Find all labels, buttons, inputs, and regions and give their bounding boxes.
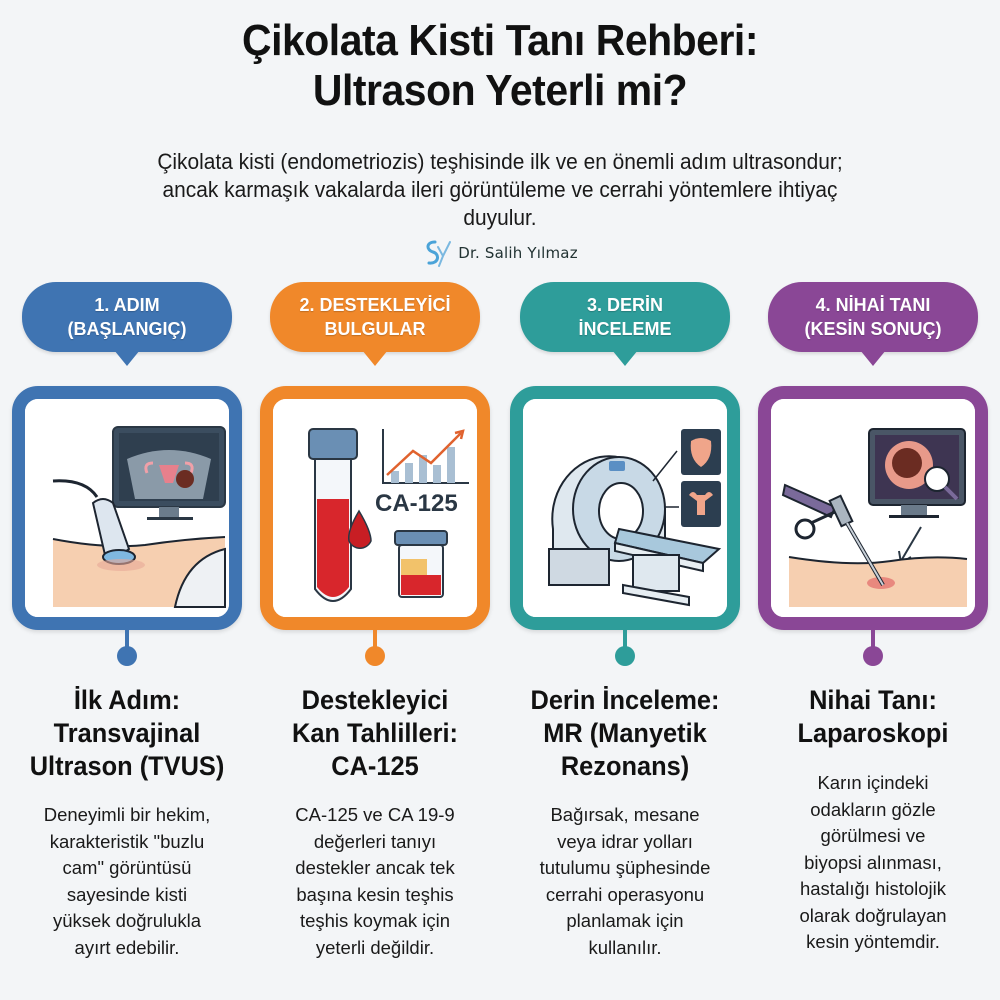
description-line: olarak doğrulayan [799, 904, 947, 926]
step-description: Bağırsak, mesane veya idrar yolları tutu… [514, 802, 736, 961]
heading-line: İlk Adım: [73, 685, 181, 715]
badge-line: BULGULAR [324, 319, 426, 339]
badge-line: 2. DESTEKLEYİCİ [299, 295, 451, 315]
page-title: Çikolata Kisti Tanı Rehberi: Ultrason Ye… [35, 16, 965, 116]
badge-line: İNCELEME [578, 319, 672, 339]
title-line: Ultrason Yeterli mi? [312, 66, 688, 115]
description-line: başına kesin teşhis [296, 883, 454, 905]
step-badge: 2. DESTEKLEYİCİ BULGULAR [270, 282, 480, 366]
description-line: Deneyimli bir hekim, [43, 804, 211, 825]
blood-test-tube-icon: CA-125 [273, 399, 477, 617]
description-line: yeterli değildir. [315, 936, 435, 958]
description-line: biyopsi alınması, [804, 851, 942, 873]
description-line: karakteristik "buzlu [49, 830, 205, 852]
description-line: kesin yöntemdir. [806, 931, 940, 952]
badge-line: (KESİN SONUÇ) [804, 319, 942, 339]
connector-stem [871, 630, 875, 650]
heading-line: Derin İnceleme: [530, 685, 720, 715]
subtitle-line: Çikolata kisti (endometriozis) teşhisind… [157, 149, 843, 174]
badge-line: 1. ADIM [94, 295, 160, 315]
description-line: odakların gözle [810, 798, 936, 820]
description-line: tutulumu şüphesinde [539, 857, 711, 878]
description-line: Karın içindeki [817, 772, 929, 793]
step-badge: 1. ADIM (BAŞLANGIÇ) [22, 282, 232, 366]
illustration-card [510, 386, 740, 630]
illustration-card: CA-125 [260, 386, 490, 630]
description-line: cerrahi operasyonu [545, 883, 705, 905]
description-line: CA-125 ve CA 19-9 [295, 804, 455, 825]
description-line: değerleri tanıyı [313, 830, 437, 852]
step-heading: Destekleyici Kan Tahlilleri: CA-125 [261, 684, 488, 783]
subtitle-line: duyulur. [463, 205, 537, 230]
heading-line: Kan Tahlilleri: [292, 718, 458, 748]
step-description: Karın içindeki odakların gözle görülmesi… [762, 770, 984, 956]
heading-line: Rezonans) [560, 751, 690, 781]
heading-line: Laparoskopi [797, 718, 949, 748]
step-4: 4. NİHAİ TANI (KESİN SONUÇ) [758, 0, 988, 1000]
description-line: kullanılır. [588, 936, 662, 958]
description-line: ayırt edebilir. [74, 936, 180, 958]
description-line: teşhis koymak için [299, 910, 451, 931]
step-description: CA-125 ve CA 19-9 değerleri tanıyı deste… [264, 802, 486, 961]
connector-stem [373, 630, 377, 650]
badge-line: 4. NİHAİ TANI [815, 295, 931, 315]
ultrasound-probe-monitor-icon [25, 399, 229, 617]
title-line: Çikolata Kisti Tanı Rehberi: [241, 16, 759, 65]
description-line: destekler ancak tek [295, 857, 455, 878]
ca125-label: CA-125 [375, 490, 458, 517]
heading-line: MR (Manyetik [543, 718, 707, 748]
step-2: 2. DESTEKLEYİCİ BULGULAR CA-125 [260, 0, 490, 1000]
heading-line: Destekleyici [301, 685, 449, 715]
description-line: planlamak için [566, 910, 684, 931]
badge-line: 3. DERİN [586, 295, 664, 315]
step-description: Deneyimli bir hekim, karakteristik "buzl… [16, 802, 238, 961]
page-subtitle: Çikolata kisti (endometriozis) teşhisind… [63, 148, 937, 232]
laparoscope-icon [771, 399, 975, 617]
badge-line: (BAŞLANGIÇ) [67, 319, 187, 339]
heading-line: Nihai Tanı: [809, 685, 937, 715]
connector-stem [623, 630, 627, 650]
subtitle-line: ancak karmaşık vakalarda ileri görüntüle… [162, 177, 838, 202]
description-line: yüksek doğrulukla [52, 910, 202, 931]
mri-scanner-icon [523, 399, 727, 617]
step-heading: Derin İnceleme: MR (Manyetik Rezonans) [511, 684, 738, 783]
connector-dot [365, 646, 385, 666]
illustration-card [12, 386, 242, 630]
connector-dot [863, 646, 883, 666]
step-badge: 3. DERİN İNCELEME [520, 282, 730, 366]
illustration-card [758, 386, 988, 630]
description-line: hastalığı histolojik [799, 878, 947, 899]
brand-signature: Dr. Salih Yılmaz [0, 238, 1000, 268]
description-line: sayesinde kisti [66, 883, 188, 905]
step-badge: 4. NİHAİ TANI (KESİN SONUÇ) [768, 282, 978, 366]
step-1: 1. ADIM (BAŞLANGIÇ) İlk Adım: [12, 0, 242, 1000]
connector-stem [125, 630, 129, 650]
description-line: cam" görüntüsü [62, 857, 192, 878]
step-heading: İlk Adım: Transvajinal Ultrason (TVUS) [13, 684, 240, 783]
description-line: veya idrar yolları [557, 830, 693, 852]
brand-logo-icon [426, 240, 452, 267]
step-heading: Nihai Tanı: Laparoskopi [759, 684, 986, 750]
step-3: 3. DERİN İNCELEME Derin İncelem [510, 0, 740, 1000]
connector-dot [615, 646, 635, 666]
heading-line: Ultrason (TVUS) [29, 751, 225, 781]
heading-line: Transvajinal [53, 718, 201, 748]
heading-line: CA-125 [331, 751, 419, 781]
brand-name: Dr. Salih Yılmaz [458, 244, 578, 262]
connector-dot [117, 646, 137, 666]
description-line: görülmesi ve [820, 825, 926, 846]
description-line: Bağırsak, mesane [550, 804, 700, 825]
